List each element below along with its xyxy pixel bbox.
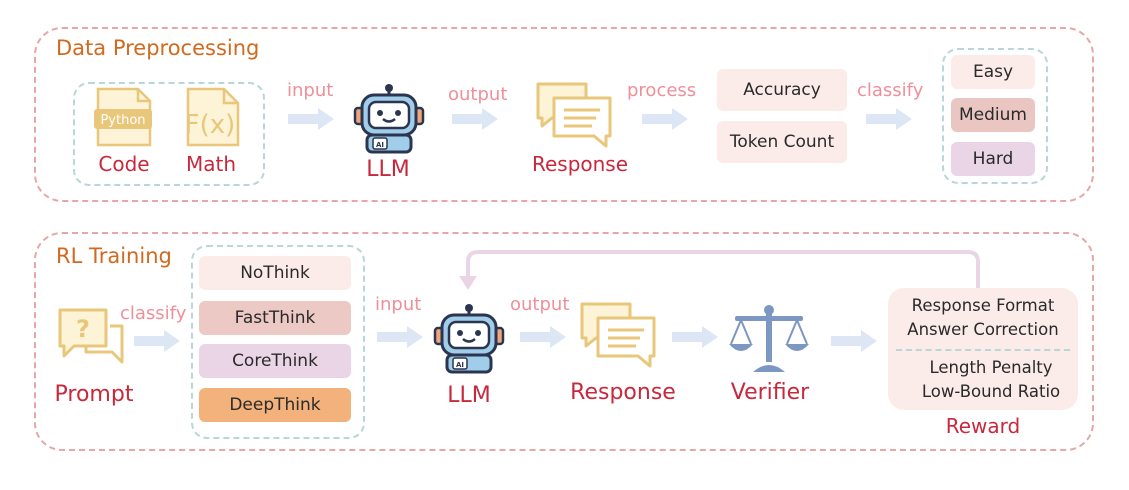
arrow-right-icon bbox=[642, 108, 688, 130]
fx-glyph: F(x) bbox=[185, 110, 236, 140]
edge-label-output: output bbox=[510, 294, 570, 315]
difficulty-group bbox=[942, 48, 1048, 184]
rl-training-section bbox=[34, 232, 1094, 451]
arrow-right-icon bbox=[452, 108, 498, 130]
data-preprocessing-section bbox=[34, 27, 1094, 202]
llm-label: LLM bbox=[447, 383, 491, 408]
code-label: Code bbox=[98, 152, 150, 176]
llm-badge-text: AI bbox=[376, 141, 384, 149]
math-label: Math bbox=[185, 152, 237, 176]
math-function-icon: F(x) bbox=[185, 87, 240, 147]
verifier-scales-icon bbox=[729, 305, 809, 372]
arrow-right-icon bbox=[134, 330, 180, 352]
mode-nothink: NoThink bbox=[199, 256, 351, 290]
mode-fastthink: FastThink bbox=[199, 301, 351, 335]
difficulty-easy: Easy bbox=[951, 55, 1035, 89]
response-chat-icon bbox=[580, 302, 656, 368]
reward-divider bbox=[896, 349, 1070, 351]
edge-label-process: process bbox=[627, 80, 697, 101]
prompt-label: Prompt bbox=[54, 382, 134, 407]
source-group bbox=[73, 82, 265, 186]
data-preprocessing-title: Data Preprocessing bbox=[56, 36, 260, 60]
edge-label-input: input bbox=[287, 80, 334, 101]
verifier-label: Verifier bbox=[730, 380, 810, 405]
edge-label-output: output bbox=[448, 84, 508, 105]
llm-robot-icon: AI bbox=[433, 304, 505, 374]
metric-box-accuracy: Accuracy bbox=[717, 69, 847, 111]
think-mode-group bbox=[191, 245, 365, 439]
reward-item-response-format: Response Format bbox=[911, 296, 1055, 315]
edge-label-input: input bbox=[375, 294, 422, 315]
arrow-right-icon bbox=[288, 108, 334, 130]
mode-deepthink: DeepThink bbox=[199, 388, 351, 422]
mode-corethink: CoreThink bbox=[199, 344, 351, 378]
llm-label: LLM bbox=[366, 157, 410, 182]
prompt-question-icon: ? bbox=[58, 308, 124, 364]
python-file-icon: Python bbox=[94, 87, 152, 147]
difficulty-hard: Hard bbox=[951, 142, 1035, 176]
arrow-right-icon bbox=[377, 326, 423, 348]
edge-label-classify: classify bbox=[857, 80, 924, 101]
reward-item-answer-correction: Answer Correction bbox=[907, 320, 1059, 339]
response-chat-icon bbox=[536, 82, 612, 148]
reward-item-length-penalty: Length Penalty bbox=[929, 358, 1053, 377]
feedback-loop-arrow bbox=[459, 250, 980, 290]
reward-item-low-bound-ratio: Low-Bound Ratio bbox=[921, 382, 1061, 401]
metric-box-token-count: Token Count bbox=[717, 121, 847, 163]
llm-badge-text: AI bbox=[456, 361, 464, 369]
rl-training-title: RL Training bbox=[56, 244, 172, 268]
prompt-question-glyph: ? bbox=[76, 315, 90, 343]
reward-label: Reward bbox=[945, 414, 1021, 438]
response-label: Response bbox=[570, 380, 676, 405]
arrow-right-icon bbox=[520, 326, 566, 348]
python-badge-text: Python bbox=[100, 113, 145, 128]
arrow-right-icon bbox=[866, 108, 912, 130]
response-label: Response bbox=[531, 152, 629, 176]
arrow-right-icon bbox=[831, 330, 877, 352]
difficulty-medium: Medium bbox=[951, 98, 1035, 132]
arrow-right-icon bbox=[672, 326, 718, 348]
edge-label-classify: classify bbox=[120, 303, 187, 324]
llm-robot-icon: AI bbox=[353, 84, 425, 154]
